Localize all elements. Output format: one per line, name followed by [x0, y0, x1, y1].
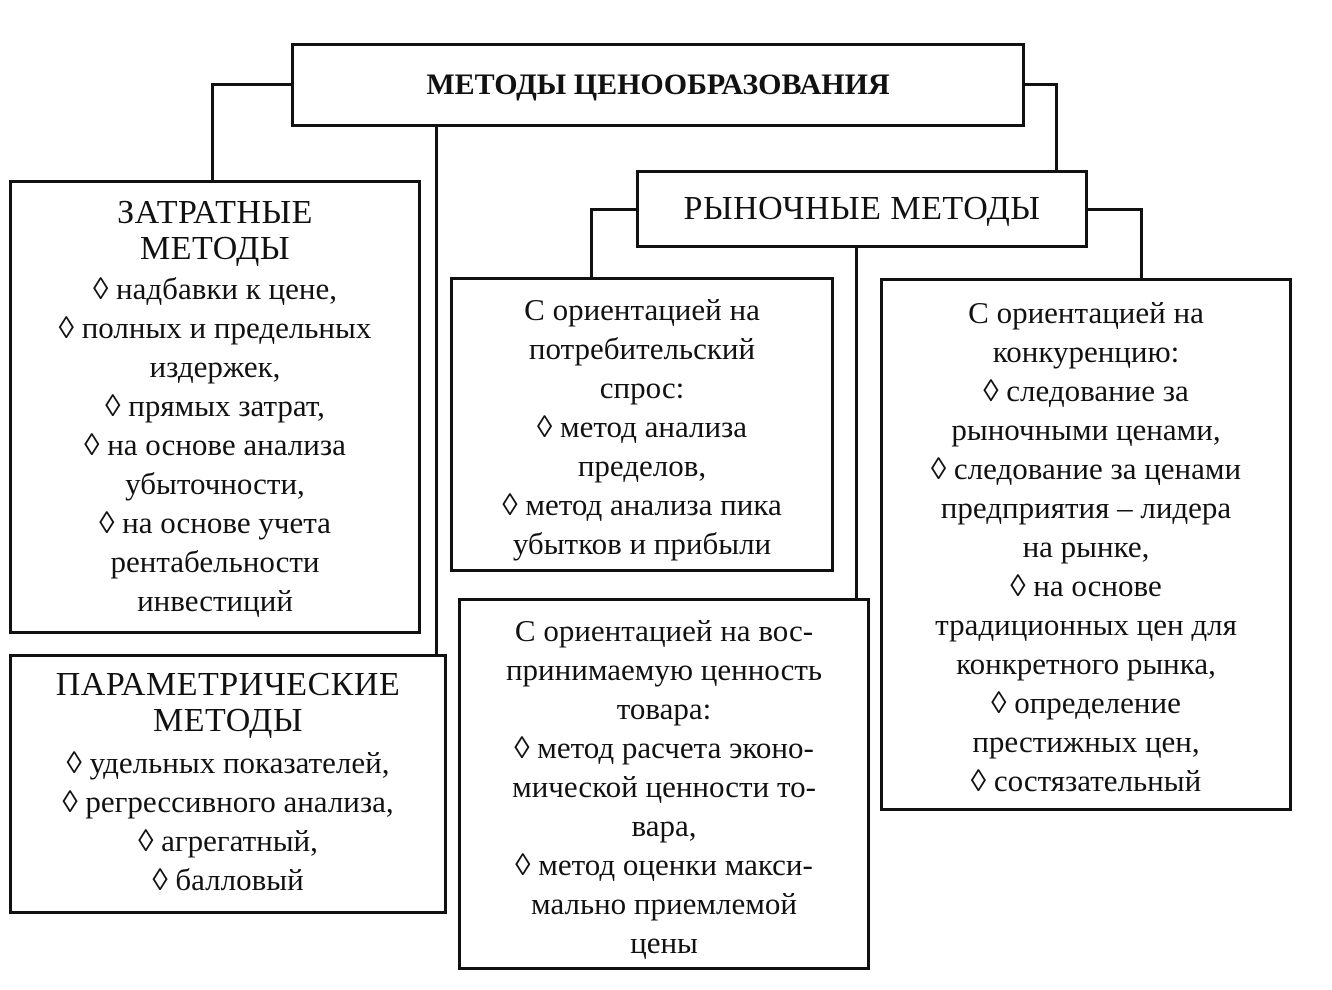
connector-market-left-horizontal	[590, 208, 638, 211]
competition-orientation-line: престижных цен,	[972, 724, 1200, 759]
demand-orientation-box: С ориентацией на потребительский спрос: …	[450, 277, 834, 572]
competition-orientation-line: конкуренцию:	[992, 334, 1180, 369]
cost-methods-item: ◊ на основе анализа	[84, 427, 346, 462]
demand-orientation-line: ◊ метод анализа пика	[502, 487, 782, 522]
value-orientation-line: ◊ метод расчета эконо-	[514, 730, 814, 765]
parametric-methods-item: ◊ агрегатный,	[138, 823, 318, 858]
competition-orientation-line: ◊ определение	[991, 685, 1181, 720]
connector-root-right-horizontal	[1022, 83, 1058, 86]
market-methods-box: РЫНОЧНЫЕ МЕТОДЫ	[636, 170, 1088, 248]
value-orientation-line: принимаемую ценность	[505, 652, 823, 687]
cost-methods-item: ◊ надбавки к цене,	[92, 271, 338, 306]
competition-orientation-line: традиционных цен для	[935, 607, 1237, 642]
cost-methods-box: ЗАТРАТНЫЕ МЕТОДЫ ◊ надбавки к цене, ◊ по…	[9, 180, 421, 634]
competition-orientation-line: ◊ состязательный	[970, 763, 1202, 798]
competition-orientation-line: С ориентацией на	[968, 295, 1204, 330]
market-methods-title: РЫНОЧНЫЕ МЕТОДЫ	[683, 190, 1041, 227]
value-orientation-line: цены	[630, 925, 698, 960]
value-orientation-line: мально приемлемой	[531, 886, 797, 921]
parametric-methods-box: ПАРАМЕТРИЧЕСКИЕ МЕТОДЫ ◊ удельных показа…	[9, 654, 447, 914]
cost-methods-heading-line-2: МЕТОДЫ	[139, 230, 291, 267]
parametric-methods-item: ◊ балловый	[152, 862, 304, 897]
parametric-methods-item: ◊ регрессивного анализа,	[62, 784, 394, 819]
parametric-methods-item: ◊ удельных показателей,	[66, 745, 390, 780]
connector-market-center-vertical	[855, 245, 858, 601]
connector-root-center-vertical	[435, 125, 438, 655]
value-orientation-line: товара:	[616, 691, 712, 726]
connector-root-left-horizontal	[211, 83, 293, 86]
value-orientation-box: С ориентацией на вос- принимаемую ценнос…	[458, 598, 870, 970]
cost-methods-item: издержек,	[149, 349, 281, 384]
demand-orientation-line: пределов,	[577, 448, 707, 483]
competition-orientation-line: рыночными ценами,	[951, 412, 1221, 447]
cost-methods-item: ◊ прямых затрат,	[105, 388, 325, 423]
demand-orientation-line: убытков и прибыли	[512, 526, 772, 561]
demand-orientation-line: ◊ метод анализа	[536, 409, 748, 444]
value-orientation-line: вара,	[631, 808, 697, 843]
demand-orientation-line: спрос:	[599, 370, 685, 405]
value-orientation-line: С ориентацией на вос-	[514, 613, 814, 648]
connector-market-right-vertical	[1140, 208, 1143, 280]
cost-methods-item: убыточности,	[125, 466, 305, 501]
cost-methods-item: ◊ на основе учета	[99, 505, 331, 540]
cost-methods-heading-line-1: ЗАТРАТНЫЕ	[117, 194, 313, 231]
connector-market-right-horizontal	[1086, 208, 1143, 211]
connector-root-left-vertical	[211, 83, 214, 183]
connector-market-left-vertical	[590, 208, 593, 278]
demand-orientation-line: С ориентацией на	[524, 292, 760, 327]
parametric-methods-heading-line-1: ПАРАМЕТРИЧЕСКИЕ	[55, 666, 401, 703]
competition-orientation-line: ◊ следование за ценами	[930, 451, 1242, 486]
competition-orientation-line: предприятия – лидера	[940, 490, 1232, 525]
cost-methods-item: рентабельности	[110, 544, 320, 579]
competition-orientation-line: ◊ на основе	[1010, 568, 1162, 603]
competition-orientation-box: С ориентацией на конкуренцию: ◊ следован…	[880, 278, 1292, 811]
demand-orientation-line: потребительский	[528, 331, 756, 366]
root-box: МЕТОДЫ ЦЕНООБРАЗОВАНИЯ	[291, 43, 1025, 127]
value-orientation-line: ◊ метод оценки макси-	[515, 847, 813, 882]
root-title: МЕТОДЫ ЦЕНООБРАЗОВАНИЯ	[426, 68, 890, 101]
connector-root-right-vertical	[1055, 83, 1058, 172]
competition-orientation-line: конкретного рынка,	[956, 646, 1216, 681]
cost-methods-item: ◊ полных и предельных	[58, 310, 372, 345]
competition-orientation-line: на рынке,	[1022, 529, 1150, 564]
parametric-methods-heading-line-2: МЕТОДЫ	[152, 702, 304, 739]
value-orientation-line: мической ценности то-	[512, 769, 816, 804]
competition-orientation-line: ◊ следование за	[983, 373, 1189, 408]
cost-methods-item: инвестиций	[137, 583, 293, 618]
